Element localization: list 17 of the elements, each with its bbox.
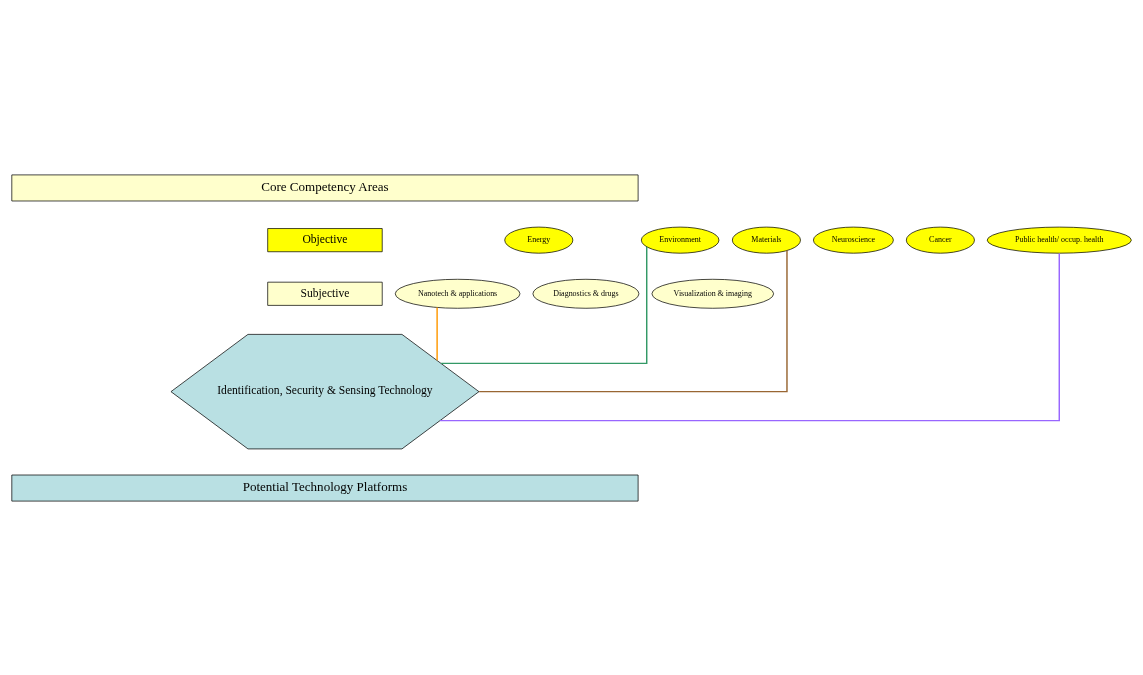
connector	[436, 306, 438, 361]
connector	[440, 245, 648, 364]
node-ellipse: Visualization & imaging	[651, 278, 774, 309]
node-ellipse: Energy	[504, 226, 574, 254]
node-box: Subjective	[267, 281, 383, 306]
node-ellipse: Environment	[641, 226, 720, 254]
node-ellipse: Nanotech & applications	[394, 278, 521, 309]
node-ellipse: Public health/ occup. health	[986, 226, 1132, 254]
node-box: Potential Technology Platforms	[11, 474, 639, 501]
node-box: Objective	[267, 227, 383, 252]
node-ellipse: Diagnostics & drugs	[532, 278, 640, 309]
node-ellipse: Materials	[732, 226, 801, 254]
node-ellipse: Neuroscience	[813, 226, 894, 254]
connector	[439, 252, 1060, 421]
connector	[478, 249, 788, 392]
node-box: Core Competency Areas	[11, 174, 639, 201]
node-ellipse: Cancer	[905, 226, 975, 254]
